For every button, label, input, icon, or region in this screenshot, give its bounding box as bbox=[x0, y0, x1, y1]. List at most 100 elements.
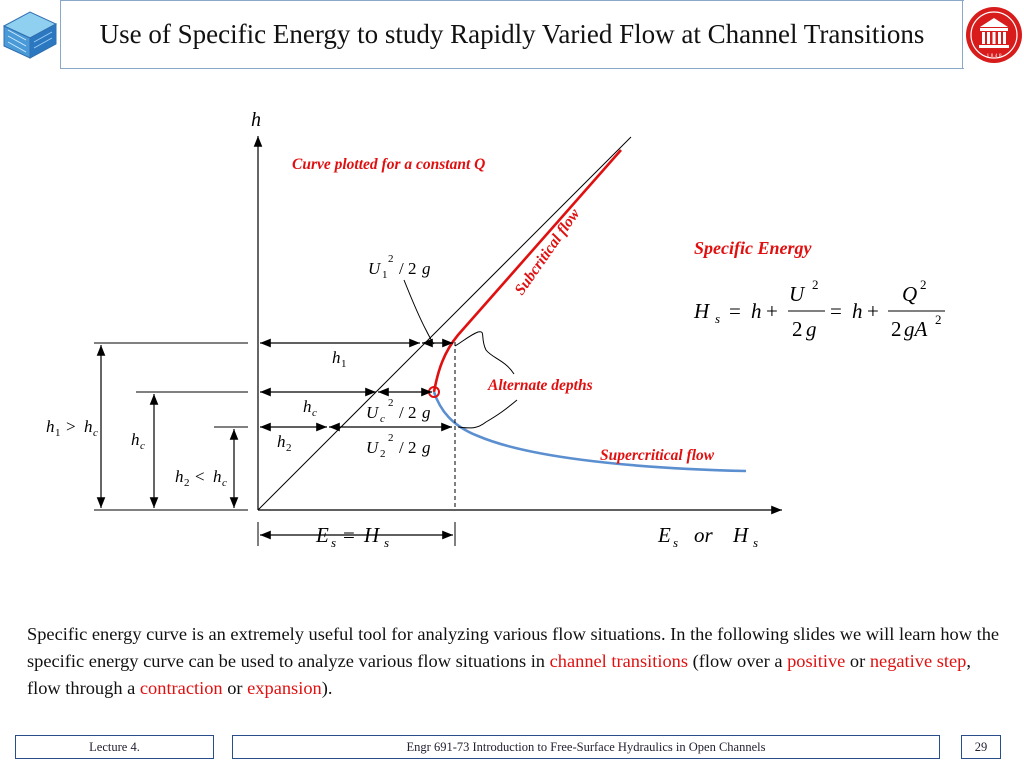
h2-label: h 2 bbox=[277, 432, 292, 454]
svg-text:g: g bbox=[422, 403, 431, 422]
seal-year: 1 8 4 8 bbox=[986, 53, 1001, 59]
svg-text:2: 2 bbox=[184, 477, 190, 489]
footer-page-number: 29 bbox=[961, 735, 1001, 759]
curve-note: Curve plotted for a constant Q bbox=[292, 156, 485, 173]
footer-lecture: Lecture 4. bbox=[15, 735, 214, 759]
svg-text:c: c bbox=[93, 427, 98, 439]
paragraph-text-4: , flow through a bbox=[27, 651, 971, 698]
alternate-depths-label: Alternate depths bbox=[487, 377, 593, 394]
expansion-link: expansion bbox=[247, 678, 322, 698]
svg-text:<: < bbox=[195, 467, 205, 486]
svg-text:h: h bbox=[303, 397, 312, 416]
u1-label: U 1 2 / 2 g bbox=[368, 253, 431, 281]
u2-label: U 2 2 / 2 g bbox=[366, 432, 431, 460]
svg-text:2: 2 bbox=[388, 253, 394, 265]
svg-text:g: g bbox=[422, 438, 431, 457]
svg-text:2: 2 bbox=[935, 312, 942, 327]
svg-text:/ 2: / 2 bbox=[399, 259, 416, 278]
svg-text:1: 1 bbox=[341, 358, 347, 370]
svg-text:c: c bbox=[380, 413, 385, 425]
svg-text:=: = bbox=[343, 523, 355, 547]
svg-text:2: 2 bbox=[812, 277, 819, 292]
svg-text:U: U bbox=[368, 259, 382, 278]
svg-text:s: s bbox=[715, 311, 720, 326]
negative-step-link: negative step bbox=[869, 651, 967, 671]
hc-label: h c bbox=[303, 397, 317, 419]
h1-label: h 1 bbox=[332, 348, 347, 370]
subcritical-branch bbox=[432, 149, 622, 393]
svg-text:=: = bbox=[729, 299, 741, 323]
svg-text:gA: gA bbox=[904, 317, 928, 341]
svg-text:2: 2 bbox=[891, 317, 902, 341]
svg-text:2: 2 bbox=[388, 432, 394, 444]
svg-text:2: 2 bbox=[286, 442, 292, 454]
specific-energy-title: Specific Energy bbox=[694, 238, 812, 258]
svg-text:1: 1 bbox=[55, 427, 61, 439]
h1-gt-hc-label: h 1 > h c bbox=[46, 417, 98, 439]
description-paragraph: Specific energy curve is an extremely us… bbox=[27, 621, 1002, 702]
svg-text:g: g bbox=[806, 317, 817, 341]
svg-text:h: h bbox=[277, 432, 286, 451]
paragraph-text-3: or bbox=[845, 651, 870, 671]
header-divider-left bbox=[60, 0, 61, 69]
svg-text:s: s bbox=[384, 535, 389, 550]
supercritical-label: Supercritical flow bbox=[600, 447, 715, 464]
alternate-depths-upper-callout bbox=[454, 331, 515, 375]
university-seal-icon: 1 8 4 8 bbox=[966, 7, 1022, 63]
svg-text:c: c bbox=[222, 477, 227, 489]
svg-text:h: h bbox=[84, 417, 93, 436]
svg-text:Q: Q bbox=[902, 282, 917, 306]
contraction-link: contraction bbox=[139, 678, 223, 698]
svg-text:h: h bbox=[852, 299, 863, 323]
svg-text:U: U bbox=[789, 282, 806, 306]
svg-text:H: H bbox=[693, 299, 711, 323]
positive-link: positive bbox=[787, 651, 846, 671]
alternate-depths-lower-callout bbox=[457, 399, 518, 429]
svg-text:+: + bbox=[867, 299, 879, 323]
es-hs-label: E s = H s bbox=[315, 523, 389, 550]
paragraph-text-2: (flow over a bbox=[688, 651, 788, 671]
hc-vertical-label: h c bbox=[131, 430, 145, 452]
svg-text:>: > bbox=[66, 417, 76, 436]
specific-energy-formula: H s = h + U 2 2 g = h + Q 2 2 gA 2 bbox=[693, 277, 945, 341]
svg-text:c: c bbox=[140, 440, 145, 452]
subcritical-label: Subcritical flow bbox=[511, 205, 583, 298]
svg-text:h: h bbox=[751, 299, 762, 323]
svg-text:H: H bbox=[363, 523, 381, 547]
svg-text:h: h bbox=[46, 417, 55, 436]
svg-text:2: 2 bbox=[388, 397, 394, 409]
specific-energy-diagram: h Curve plotted for a constant Q Subcrit… bbox=[46, 109, 945, 550]
header-divider-right bbox=[962, 0, 963, 69]
header-rule-top bbox=[60, 0, 964, 1]
svg-text:h: h bbox=[332, 348, 341, 367]
water-channel-logo-icon bbox=[2, 11, 58, 59]
svg-text:s: s bbox=[331, 535, 336, 550]
paragraph-text-5: or bbox=[222, 678, 248, 698]
svg-text:H: H bbox=[732, 523, 750, 547]
svg-text:h: h bbox=[175, 467, 184, 486]
h2-lt-hc-label: h 2 < h c bbox=[175, 467, 227, 489]
svg-text:2: 2 bbox=[920, 277, 927, 292]
svg-text:or: or bbox=[694, 523, 714, 547]
svg-text:U: U bbox=[366, 438, 380, 457]
svg-text:/ 2: / 2 bbox=[399, 403, 416, 422]
footer-course: Engr 691-73 Introduction to Free-Surface… bbox=[232, 735, 940, 759]
u1-callout-line bbox=[403, 279, 435, 345]
svg-text:s: s bbox=[753, 535, 758, 550]
svg-text:h: h bbox=[131, 430, 140, 449]
svg-text:h: h bbox=[213, 467, 222, 486]
svg-text:c: c bbox=[312, 407, 317, 419]
svg-text:g: g bbox=[422, 259, 431, 278]
header: Use of Specific Energy to study Rapidly … bbox=[0, 0, 1024, 70]
uc-label: U c 2 / 2 g bbox=[366, 397, 431, 425]
svg-text:E: E bbox=[657, 523, 671, 547]
svg-text:2: 2 bbox=[792, 317, 803, 341]
h-axis-label: h bbox=[251, 109, 261, 131]
svg-text:=: = bbox=[830, 299, 842, 323]
page-title: Use of Specific Energy to study Rapidly … bbox=[99, 19, 925, 49]
x-axis-label: E s or H s bbox=[657, 523, 758, 550]
svg-text:+: + bbox=[766, 299, 778, 323]
svg-text:1: 1 bbox=[382, 269, 388, 281]
svg-text:2: 2 bbox=[380, 448, 386, 460]
svg-text:s: s bbox=[673, 535, 678, 550]
